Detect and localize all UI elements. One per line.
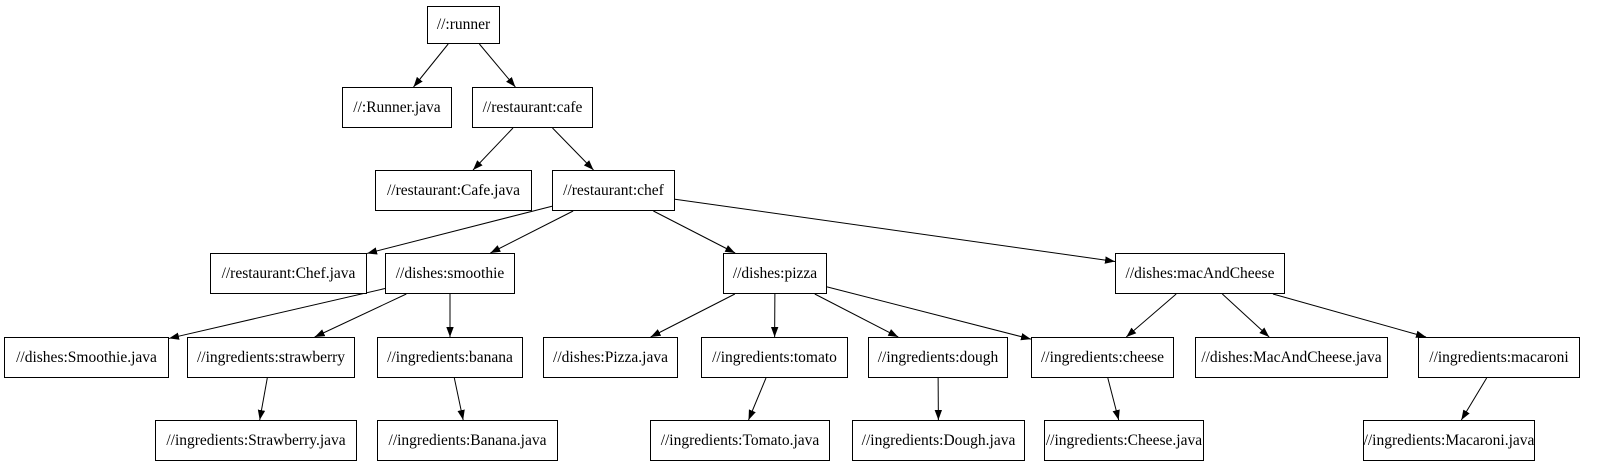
graph-node-cafe-java: //restaurant:Cafe.java — [375, 170, 532, 211]
graph-node-cheese: //ingredients:cheese — [1031, 337, 1174, 378]
graph-node-runner: //:runner — [427, 6, 500, 44]
graph-node-strawberry: //ingredients:strawberry — [187, 337, 355, 378]
graph-edge-smoothie-to-strawberry — [314, 293, 407, 338]
graph-edge-smoothie-to-smoothie-java — [168, 288, 386, 340]
graph-edge-macaroni-to-macaroni-java — [1460, 377, 1488, 421]
graph-node-cafe: //restaurant:cafe — [472, 87, 593, 128]
graph-edge-chef-to-smoothie — [490, 210, 574, 254]
graph-edge-strawberry-to-strawberry-java — [257, 377, 268, 421]
graph-edge-pizza-to-dough — [814, 293, 899, 338]
graph-node-runner-java: //:Runner.java — [342, 87, 452, 128]
graph-edge-cheese-to-cheese-java — [1107, 377, 1120, 421]
graph-node-smoothie-java: //dishes:Smoothie.java — [4, 337, 169, 378]
graph-node-strawberry-java: //ingredients:Strawberry.java — [155, 420, 357, 461]
graph-edge-runner-to-cafe — [479, 43, 516, 88]
graph-node-cheese-java: //ingredients:Cheese.java — [1044, 420, 1204, 461]
graph-node-mac-and-cheese: //dishes:macAndCheese — [1115, 253, 1285, 294]
graph-node-macaroni-java: //ingredients:Macaroni.java — [1363, 420, 1535, 461]
graph-node-tomato-java: //ingredients:Tomato.java — [650, 420, 830, 461]
graph-edge-cafe-to-cafe-java — [472, 127, 514, 171]
graph-edge-chef-to-mac-and-cheese — [674, 198, 1116, 264]
graph-node-banana: //ingredients:banana — [377, 337, 523, 378]
graph-edge-chef-to-pizza — [653, 210, 736, 254]
graph-edge-mac-and-cheese-to-macaroni — [1272, 293, 1427, 338]
graph-node-pizza-java: //dishes:Pizza.java — [543, 337, 678, 378]
graph-edge-cafe-to-chef — [552, 127, 594, 171]
graph-edge-banana-to-banana-java — [453, 377, 465, 421]
graph-edge-pizza-to-pizza-java — [650, 293, 736, 338]
graph-node-chef-java: //restaurant:Chef.java — [210, 253, 367, 294]
graph-node-pizza: //dishes:pizza — [723, 253, 827, 294]
graph-edge-chef-to-chef-java — [366, 205, 553, 255]
graph-edge-pizza-to-cheese — [826, 286, 1032, 341]
graph-edge-tomato-to-tomato-java — [748, 377, 767, 421]
graph-node-tomato: //ingredients:tomato — [701, 337, 848, 378]
graph-node-mac-and-cheese-java: //dishes:MacAndCheese.java — [1195, 337, 1388, 378]
graph-node-macaroni: //ingredients:macaroni — [1418, 337, 1580, 378]
graph-node-dough-java: //ingredients:Dough.java — [852, 420, 1025, 461]
graph-node-chef: //restaurant:chef — [552, 170, 675, 211]
graph-node-banana-java: //ingredients:Banana.java — [377, 420, 558, 461]
graph-edge-mac-and-cheese-to-mac-and-cheese-java — [1221, 293, 1270, 338]
graph-edge-runner-to-runner-java — [413, 43, 449, 88]
graph-node-dough: //ingredients:dough — [868, 337, 1008, 378]
graph-edge-mac-and-cheese-to-cheese — [1125, 293, 1177, 338]
graph-node-smoothie: //dishes:smoothie — [385, 253, 515, 294]
